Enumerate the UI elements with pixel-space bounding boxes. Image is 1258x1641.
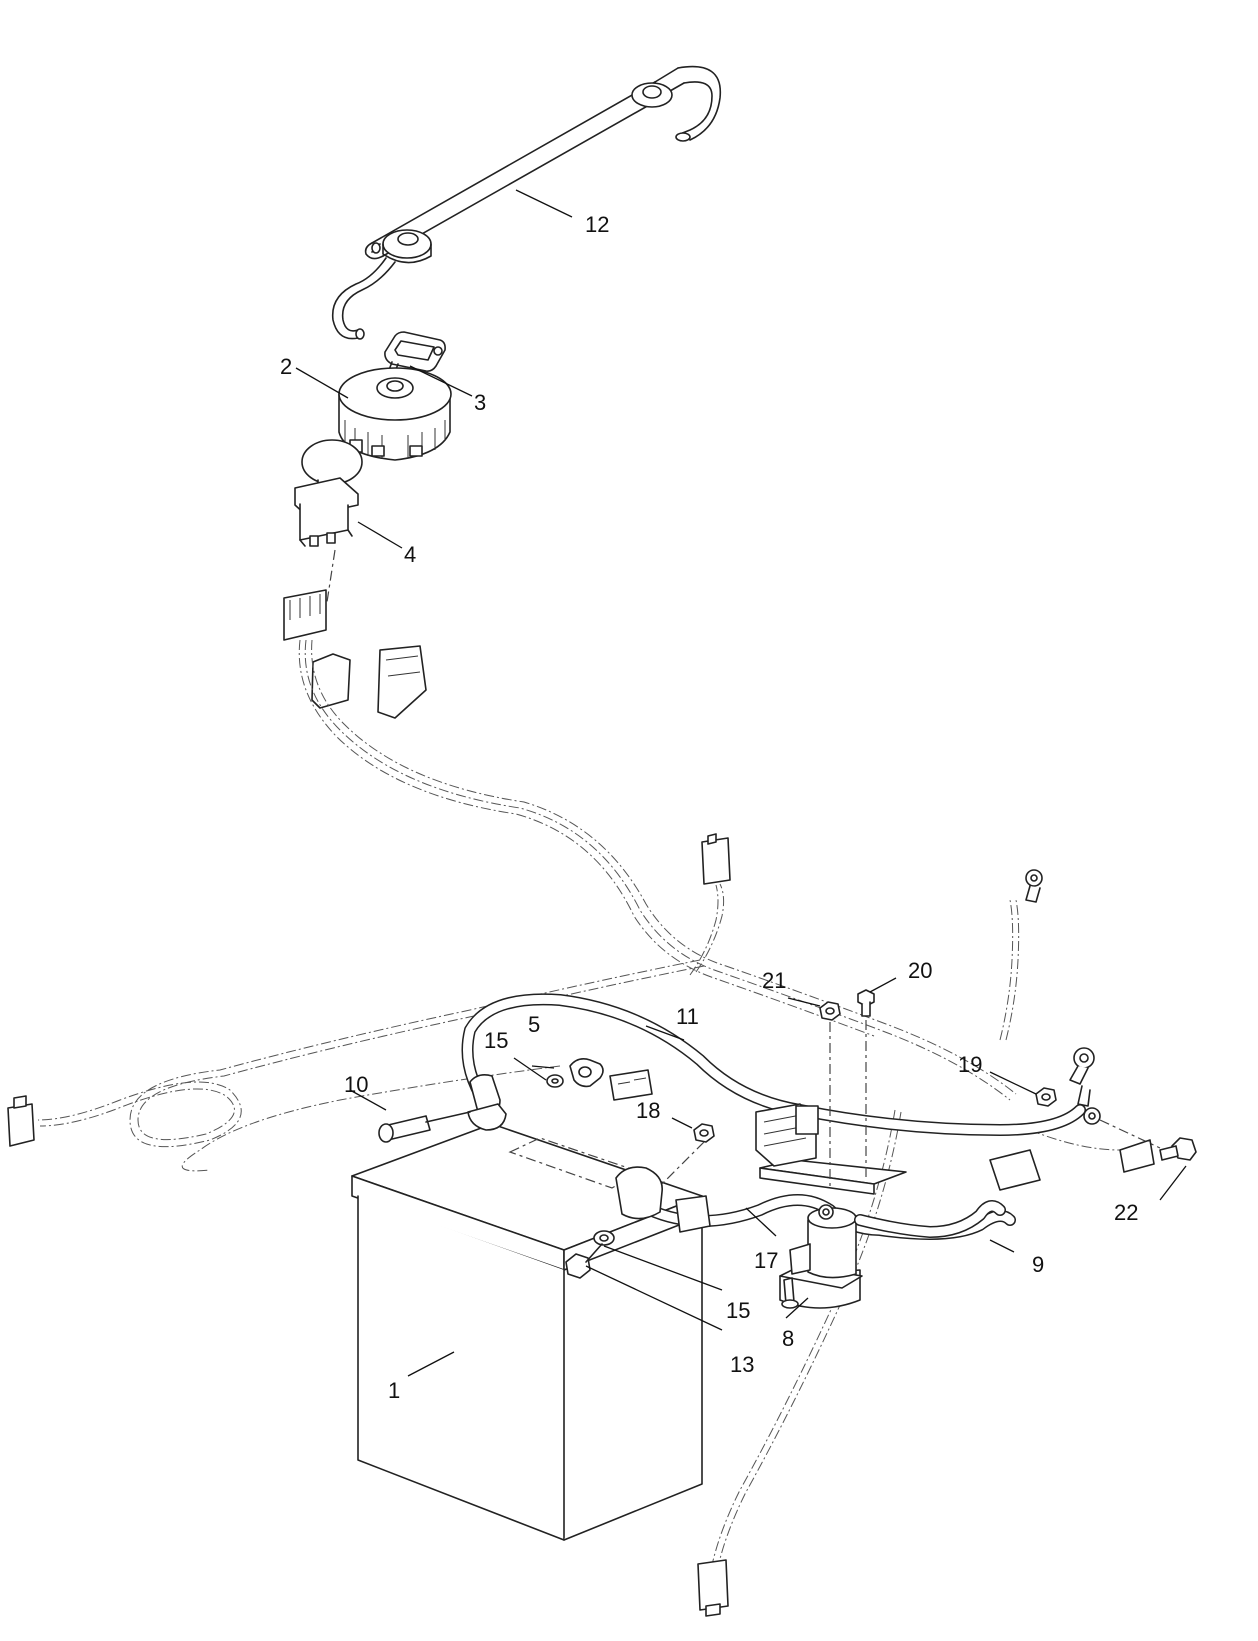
nut-part-19 [1035, 1087, 1057, 1107]
key-part [383, 331, 446, 393]
callout-11: 11 [676, 1004, 699, 1029]
callout-17: 17 [754, 1248, 778, 1273]
harness-bottom-connector [697, 1559, 729, 1617]
callout-1: 1 [388, 1378, 400, 1403]
callout-12: 12 [585, 212, 609, 237]
battery-nut-part [659, 1123, 715, 1187]
harness-fuse-holder [609, 1069, 653, 1101]
callout-10: 10 [344, 1072, 368, 1097]
ring-terminals [1069, 1047, 1161, 1149]
nut-part-21 [819, 1001, 841, 1190]
washer-lower-part [593, 1230, 615, 1246]
pto-switch-part [294, 439, 363, 547]
callout-19: 19 [958, 1052, 982, 1077]
callout-20: 20 [908, 958, 932, 983]
hood-rod-part [331, 65, 722, 340]
starter-solenoid-part [759, 1159, 907, 1309]
washer-upper-part [546, 1074, 564, 1088]
callout-2: 2 [280, 354, 292, 379]
positive-cable-part [461, 993, 1086, 1136]
callout-15-upper: 15 [484, 1028, 508, 1053]
callout-labels: 12 2 3 4 1 15 5 11 10 18 17 15 13 8 9 21… [280, 212, 1138, 1403]
callout-4: 4 [404, 542, 416, 567]
callout-13: 13 [730, 1352, 754, 1377]
callout-5: 5 [528, 1012, 540, 1037]
wire-harness-part [37, 639, 1151, 1568]
callout-8: 8 [782, 1326, 794, 1351]
harness-branch-connector [701, 833, 731, 885]
fuse-part [378, 1111, 471, 1143]
harness-upper-connectors [283, 589, 427, 719]
callout-15-lower: 15 [726, 1298, 750, 1323]
ignition-switch-part [338, 367, 452, 461]
battery-bolt-part [565, 1243, 603, 1279]
callout-22: 22 [1114, 1200, 1138, 1225]
harness-left-connector [7, 1095, 35, 1147]
bolt-part-22 [1119, 1137, 1197, 1173]
callout-3: 3 [474, 390, 486, 415]
callout-9: 9 [1032, 1252, 1044, 1277]
harness-main-connector [755, 1103, 819, 1167]
harness-cable-part-9 [854, 1149, 1041, 1238]
callout-leaders [295, 189, 1187, 1377]
callout-18: 18 [636, 1098, 660, 1123]
callout-21: 21 [762, 968, 786, 993]
ground-eyelet-top [1025, 869, 1043, 903]
battery-part [351, 1123, 703, 1541]
wing-nut-part [569, 1058, 604, 1088]
bolt-part-20 [857, 989, 875, 1180]
